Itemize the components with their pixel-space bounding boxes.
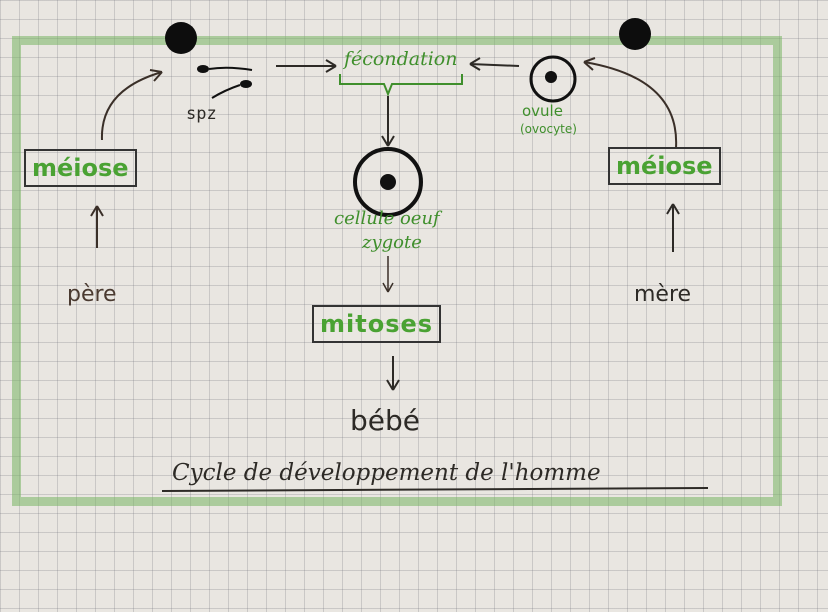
mitoses-box: mitoses	[312, 305, 442, 343]
bebe-label: bébé	[350, 404, 420, 437]
binder-hole-right	[619, 18, 651, 50]
fecondation-label: fécondation	[344, 48, 458, 70]
sperm-icon-2	[211, 80, 252, 99]
zygote-label: zygote	[362, 232, 422, 253]
ovocyte-label: (ovocyte)	[520, 122, 577, 136]
pere-label: père	[67, 282, 117, 307]
meiose-box-right: méiose	[608, 147, 721, 185]
sperm-icon-1	[197, 65, 253, 73]
green-frame	[12, 36, 782, 506]
caption-underline	[161, 487, 709, 492]
cellule-oeuf-label: cellule oeuf	[334, 208, 440, 229]
arrow-meiose-to-ovule	[583, 61, 678, 149]
arrow-ovule-to-fecondation	[469, 63, 520, 67]
zygote-icon	[353, 147, 423, 217]
meiose-box-left: méiose	[24, 149, 137, 187]
ovule-icon	[529, 55, 577, 103]
mere-label: mère	[634, 282, 692, 307]
arrow-meiose-to-spz	[100, 71, 163, 141]
fecondation-brace	[339, 74, 463, 97]
spz-label: spz	[186, 104, 217, 124]
diagram-caption: Cycle de développement de l'homme	[172, 460, 601, 486]
binder-hole-left	[165, 22, 197, 54]
ovule-label: ovule	[522, 102, 563, 120]
